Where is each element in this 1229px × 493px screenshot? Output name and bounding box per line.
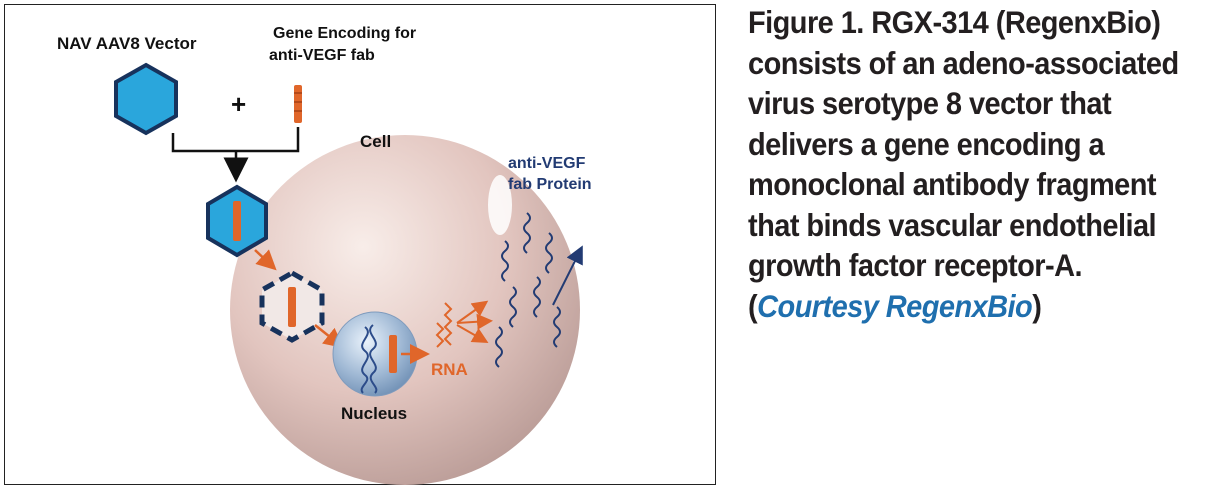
aav-gene-therapy-diagram: NAV AAV8 Vector Gene Encoding for anti-V… [57, 25, 592, 485]
episome-gene [389, 335, 397, 373]
loaded-gene-fragment [233, 201, 241, 241]
translation-arrow-3 [456, 324, 489, 343]
protein-squiggle [533, 276, 541, 318]
protein-squiggle [501, 240, 509, 282]
gene-label-line1: Gene Encoding for [273, 25, 416, 42]
plus-sign: + [231, 89, 246, 119]
rna-strand-1 [443, 302, 453, 346]
translation-arrow-1 [456, 300, 489, 324]
aav8-vector-hexagon [114, 62, 178, 136]
translation-arrow-2 [456, 313, 493, 330]
gene-label-line2: anti-VEGF fab [269, 47, 375, 64]
rna-label: RNA [431, 360, 468, 379]
cell-label: Cell [360, 132, 391, 151]
dna-strand-1 [360, 326, 369, 394]
rna-strand-2 [435, 322, 445, 348]
cell-highlight [488, 175, 512, 235]
protein-squiggle [523, 212, 531, 254]
protein-squiggle [495, 326, 503, 368]
released-gene [288, 287, 296, 327]
dna-strand-2 [369, 324, 378, 394]
figure-caption: Figure 1. RGX-314 (RegenxBio) consists o… [748, 2, 1188, 326]
protein-squiggle [545, 232, 553, 274]
protein-squiggle [553, 306, 561, 348]
combine-bracket [171, 127, 300, 153]
secretion-arrow [552, 245, 583, 306]
gene-fragment [294, 85, 302, 123]
entry-arrow [254, 249, 277, 271]
protein-squiggle [509, 286, 517, 328]
caption-close: ) [1032, 287, 1042, 324]
caption-courtesy: Courtesy RegenxBio [757, 287, 1033, 324]
caption-text: Figure 1. RGX-314 (RegenxBio) consists o… [748, 4, 1179, 324]
vector-label: NAV AAV8 Vector [57, 34, 197, 53]
protein-label-line2: fab Protein [508, 176, 592, 193]
figure-panel: NAV AAV8 Vector Gene Encoding for anti-V… [4, 4, 716, 485]
protein-label-line1: anti-VEGF [508, 155, 586, 172]
nucleus-label: Nucleus [341, 404, 407, 423]
